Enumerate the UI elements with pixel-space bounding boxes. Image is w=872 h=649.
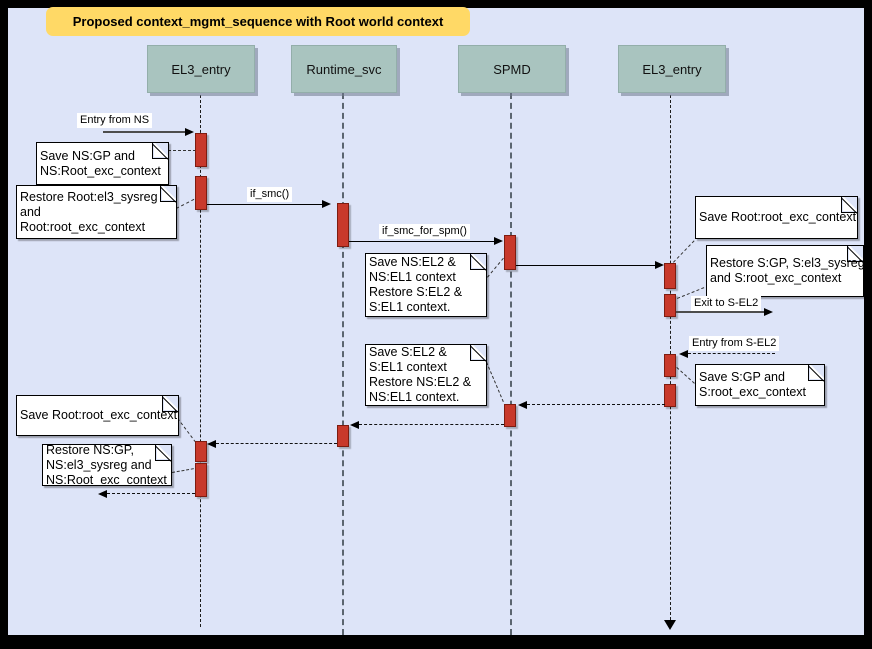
arrowhead-right-icon [185,128,194,136]
note-text: Save NS:GP and NS:Root_exc_context [40,148,161,178]
note-fold-icon [810,365,824,379]
note-save-s-gp[interactable]: Save S:GP and S:root_exc_context [695,364,825,406]
arrowhead-left-icon [679,350,688,358]
arrowhead-right-icon [494,237,503,245]
note-fold-icon [154,143,168,157]
message-label-if-smc-for-spm: if_smc_for_spm() [379,224,470,239]
note-fold-icon [843,197,857,211]
message-label-entry-from-ns: Entry from NS [77,113,153,128]
arrowhead-right-icon [655,261,664,269]
note-text: Restore NS:GP, NS:el3_sysreg and NS:Root… [46,444,167,486]
arrowhead-left-icon [518,401,527,409]
activation-runtime-2[interactable] [337,425,349,447]
note-text: Save S:EL2 & S:EL1 context Restore NS:EL… [369,345,472,404]
note-save-s-el2[interactable]: Save S:EL2 & S:EL1 context Restore NS:EL… [365,344,487,406]
message-label-if-smc: if_smc() [247,187,293,202]
message-line-entry-from-ns [103,131,188,133]
note-fold-icon [162,186,176,200]
note-save-ns-el2[interactable]: Save NS:EL2 & NS:EL1 context Restore S:E… [365,253,487,317]
actor-spmd[interactable]: SPMD [458,45,566,93]
return-line-el3-to-ns [107,493,195,494]
note-fold-icon [849,246,863,260]
activation-el3-left-2[interactable] [195,176,207,210]
note-fold-icon [472,345,486,359]
actor-label: SPMD [493,61,531,77]
activation-el3-right-3[interactable] [664,354,676,377]
lifeline-end-arrow-down-icon [664,620,676,630]
note-text: Restore Root:el3_sysreg and Root:root_ex… [20,189,158,234]
actor-runtime-svc[interactable]: Runtime_svc [291,45,397,93]
message-line-if-smc-for-spm [349,241,494,242]
note-save-ns-gp[interactable]: Save NS:GP and NS:Root_exc_context [36,142,169,185]
note-connector [168,150,196,151]
note-fold-icon [472,254,486,268]
diagram-canvas [8,8,864,635]
actor-el3-entry-left[interactable]: EL3_entry [147,45,255,93]
arrowhead-left-icon [350,421,359,429]
activation-spmd-1[interactable] [504,235,516,270]
activation-el3-right-4[interactable] [664,384,676,407]
activation-spmd-2[interactable] [504,404,516,427]
actor-el3-entry-right[interactable]: EL3_entry [618,45,726,93]
arrowhead-left-icon [207,440,216,448]
note-text: Restore S:GP, S:el3_sysreg and S:root_ex… [710,256,864,285]
lifeline-el3-entry-left [200,95,201,627]
return-line-el3-to-spmd [527,404,665,405]
note-text: Save NS:EL2 & NS:EL1 context Restore S:E… [369,255,463,314]
arrowhead-left-icon [98,490,107,498]
activation-el3-left-3[interactable] [195,441,207,462]
lifeline-runtime-svc [342,93,344,635]
note-restore-root-el3-sysreg[interactable]: Restore Root:el3_sysreg and Root:root_ex… [16,185,177,239]
activation-el3-left-4[interactable] [195,463,207,497]
actor-label: Runtime_svc [306,61,382,77]
note-fold-icon [164,396,178,410]
activation-el3-right-2[interactable] [664,294,676,317]
message-line-if-smc [207,204,322,205]
arrowhead-right-icon [322,200,331,208]
message-line-entry-from-s-el2 [688,353,775,354]
actor-label: EL3_entry [171,61,231,77]
note-restore-ns-gp[interactable]: Restore NS:GP, NS:el3_sysreg and NS:Root… [42,444,172,486]
activation-el3-right-1[interactable] [664,263,676,289]
note-fold-icon [157,445,171,459]
message-line-spmd-to-el3 [516,265,655,266]
note-save-root-exc-left[interactable]: Save Root:root_exc_context [16,395,179,436]
return-line-runtime-to-el3 [216,443,337,444]
note-text: Save S:GP and S:root_exc_context [699,370,807,399]
diagram-title: Proposed context_mgmt_sequence with Root… [46,7,470,36]
arrowhead-right-icon [764,308,773,316]
message-line-exit-to-s-el2 [676,311,764,313]
message-label-exit-to-s-el2: Exit to S-EL2 [691,296,762,311]
lifeline-spmd [510,93,512,635]
actor-label: EL3_entry [642,61,702,77]
note-text: Save Root:root_exc_context [20,408,178,422]
note-restore-s-gp[interactable]: Restore S:GP, S:el3_sysreg and S:root_ex… [706,245,864,297]
note-save-root-exc-right[interactable]: Save Root:root_exc_context [695,196,858,239]
return-line-spmd-to-runtime [359,424,504,425]
message-label-entry-from-s-el2: Entry from S-EL2 [689,336,780,351]
activation-el3-left-1[interactable] [195,133,207,167]
note-text: Save Root:root_exc_context [699,210,857,224]
activation-runtime-1[interactable] [337,203,349,247]
